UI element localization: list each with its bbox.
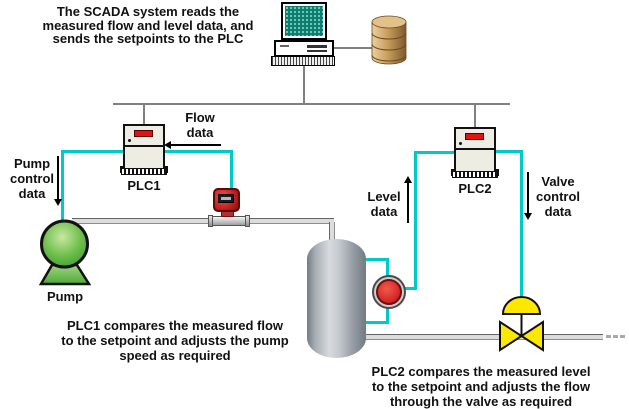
flow-meter-icon xyxy=(208,188,252,228)
label-line: data xyxy=(186,125,214,140)
plc1-device: PLC1 xyxy=(120,124,168,193)
level-data-label: Level data xyxy=(361,189,407,219)
signal-flowmeter-plc1-v xyxy=(230,150,233,192)
plc-terminal-strip xyxy=(452,171,498,178)
plc2-device: PLC2 xyxy=(451,127,499,196)
scada-note: The SCADA system reads the measured flow… xyxy=(18,5,278,46)
plc-divider xyxy=(456,148,494,150)
pipe-continuation-dash xyxy=(613,335,618,338)
flow-data-label: Flow data xyxy=(175,110,225,140)
label-line: data xyxy=(18,186,46,201)
pipe-continuation-dash xyxy=(606,335,611,338)
pipe-tank-to-valve xyxy=(365,334,603,340)
scada-note-line: measured flow and level data, and xyxy=(42,17,254,33)
label-line: data xyxy=(370,204,398,219)
plc-divider xyxy=(125,145,163,147)
control-valve-icon xyxy=(499,296,544,352)
valve-control-arrow-icon xyxy=(524,172,532,220)
plc-display xyxy=(465,133,484,140)
scada-note-line: The SCADA system reads the xyxy=(56,4,240,19)
pump-label: Pump xyxy=(46,289,84,304)
pipe-continuation-dash xyxy=(620,335,625,338)
label-line: Pump xyxy=(13,156,51,171)
computer-system-unit-icon xyxy=(274,40,334,57)
transmitter-head xyxy=(213,188,240,212)
label-line: data xyxy=(544,204,572,219)
computer-database-link xyxy=(333,47,372,49)
sensor-tank-top-v xyxy=(386,258,389,278)
plc1-bus-drop xyxy=(143,105,145,126)
plc-terminal-strip xyxy=(121,168,167,175)
pump-icon xyxy=(38,219,92,286)
signal-sensor-stub xyxy=(404,287,417,290)
sensor-tank-top-h xyxy=(366,258,389,261)
level-data-arrow-icon xyxy=(404,176,412,223)
unit-detail xyxy=(280,45,289,47)
plc2-note: PLC2 compares the measured level to the … xyxy=(350,364,612,409)
signal-plc2-valve-v xyxy=(520,150,523,299)
plc2-label: PLC2 xyxy=(458,181,492,196)
sensor-tank-bottom-h xyxy=(366,321,389,324)
plc-body xyxy=(454,127,496,173)
plc2-note-line: PLC2 compares the measured level xyxy=(371,364,591,379)
signal-sensor-plc2-v xyxy=(414,151,417,290)
database-icon xyxy=(371,15,407,65)
valve-control-data-label: Valve control data xyxy=(531,174,585,219)
signal-flowmeter-plc1-h xyxy=(164,150,233,153)
plc-body xyxy=(123,124,165,170)
label-line: Flow xyxy=(185,110,215,125)
label-line: Level xyxy=(367,189,401,204)
level-sensor-lens xyxy=(376,279,402,305)
meter-tube xyxy=(212,216,246,226)
computer-bus-drop xyxy=(303,63,305,104)
scada-note-line: sends the setpoints to the PLC xyxy=(52,31,244,46)
pipe-tank-inlet xyxy=(329,222,335,241)
network-bus xyxy=(113,103,510,105)
plc-display xyxy=(134,130,153,137)
monitor-screen xyxy=(285,6,323,36)
tank-icon xyxy=(307,239,366,358)
sensor-tank-bottom-v xyxy=(386,308,389,323)
signal-plc2-valve-h xyxy=(494,150,523,153)
plc1-note-line: speed as required xyxy=(119,348,231,363)
drive-slot xyxy=(307,45,327,48)
plc2-note-line: to the setpoint and adjusts the flow xyxy=(371,379,591,394)
plc2-bus-drop xyxy=(474,105,476,128)
pipe-pump-to-tank xyxy=(72,218,334,224)
transmitter-display-bar xyxy=(221,197,231,200)
pump-control-arrow-icon xyxy=(54,156,62,206)
signal-sensor-plc2-h xyxy=(414,151,455,154)
plc1-note-line: PLC1 compares the measured flow xyxy=(66,318,283,333)
level-sensor-icon xyxy=(372,275,406,309)
keyboard-icon xyxy=(271,56,335,66)
computer-monitor-icon xyxy=(281,2,327,40)
pump-control-data-label: Pump control data xyxy=(4,156,60,201)
drive-slot xyxy=(307,50,327,52)
plc-led xyxy=(459,142,462,145)
plc2-note-line: through the valve as required xyxy=(389,394,573,409)
plc1-note: PLC1 compares the measured flow to the s… xyxy=(38,318,312,363)
plc1-label: PLC1 xyxy=(127,178,161,193)
label-line: Valve xyxy=(541,174,575,189)
plc1-note-line: to the setpoint and adjusts the pump xyxy=(61,333,289,348)
signal-plc1-pump-h xyxy=(61,150,123,153)
flow-data-arrow-icon xyxy=(164,141,221,150)
label-line: control xyxy=(9,171,55,186)
label-line: control xyxy=(535,189,581,204)
plc-led xyxy=(128,139,131,142)
signal-plc1-pump-v xyxy=(61,150,64,224)
